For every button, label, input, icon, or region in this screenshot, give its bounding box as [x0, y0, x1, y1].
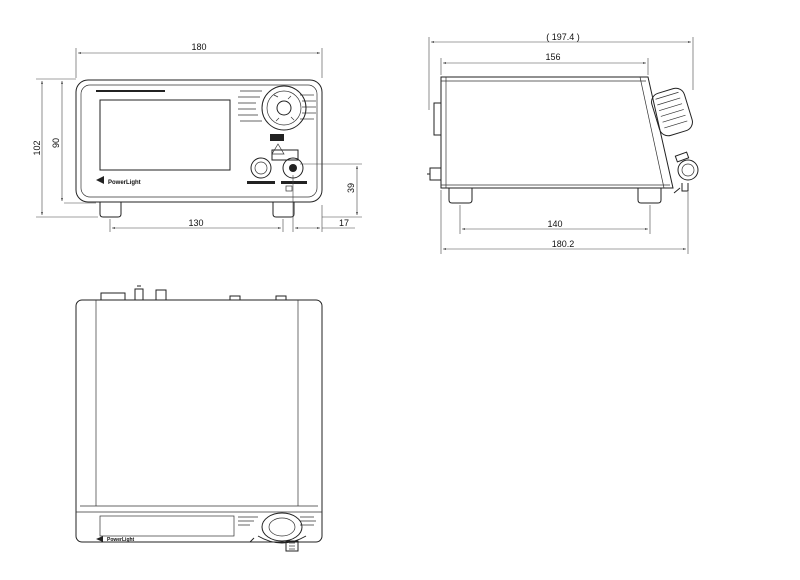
warning-triangle-icon: [271, 143, 285, 155]
side-body-outline: [440, 76, 674, 189]
front-view: PowerLight 180 102 90 130 39 17: [32, 42, 362, 232]
dim-front-width: 180: [191, 42, 206, 52]
dim-front-height: 102: [32, 140, 42, 155]
dim-front-button-height: 39: [346, 183, 356, 193]
dim-side-body-depth: 156: [545, 52, 560, 62]
top-view: PowerLight: [75, 285, 323, 552]
side-button-icon: [673, 151, 699, 194]
side-foot-left: [448, 188, 473, 204]
vent-lines: [238, 90, 316, 122]
top-emergency-knob: [285, 540, 299, 552]
dim-front-foot-spacing: 130: [188, 218, 203, 228]
top-rear-connector: [100, 292, 126, 301]
top-brand-name: PowerLight: [107, 537, 135, 543]
dim-side-depth-reference: ( 197.4 ): [546, 32, 580, 42]
front-body-outline: [75, 79, 323, 203]
dim-side-overall-depth: 180.2: [552, 239, 575, 249]
emergency-stop-button: [271, 149, 299, 161]
laser-on-label: [247, 181, 275, 184]
brand-name: PowerLight: [108, 180, 141, 186]
dim-front-body-height: 90: [51, 138, 61, 148]
side-foot-right: [637, 188, 662, 204]
top-rear-plug: [155, 289, 167, 301]
rear-port: [429, 167, 442, 181]
rear-connector: [433, 102, 442, 136]
indicator-led: [285, 185, 293, 192]
laser-on-button-icon: [250, 157, 272, 179]
front-foot-right: [272, 202, 295, 218]
laser-ready-label: [281, 181, 307, 184]
side-key-knob-icon: [651, 87, 693, 137]
display-screen: [99, 99, 231, 171]
top-brand-logo-icon: [96, 536, 103, 542]
top-body-outline: [75, 299, 323, 543]
top-display-window: [99, 515, 235, 537]
front-panel-outline: [80, 84, 318, 198]
key-switch-icon: [261, 85, 307, 131]
emergency-label: [270, 134, 284, 141]
top-key-switch-icon: [261, 512, 303, 542]
front-foot-left: [99, 202, 122, 218]
dim-side-foot-spacing: 140: [547, 219, 562, 229]
dim-front-side-offset: 17: [339, 218, 349, 228]
top-rear-port: [134, 288, 144, 301]
brand-logo-icon: [96, 176, 104, 184]
side-view: ( 197.4 ) 156 140 180.2: [427, 32, 699, 254]
